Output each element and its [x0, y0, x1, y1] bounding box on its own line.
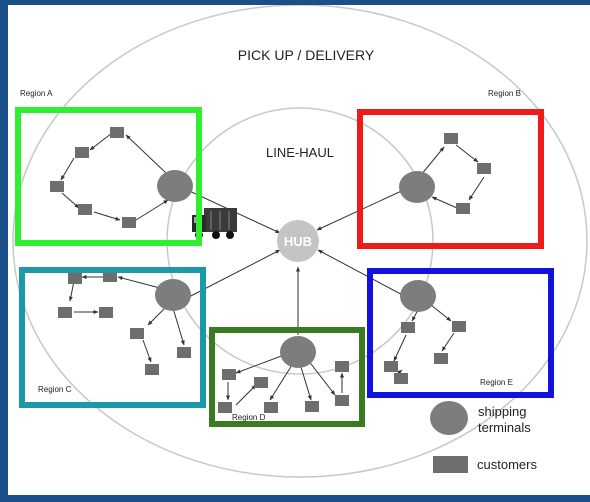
region-a-network	[60, 132, 169, 221]
customer	[452, 321, 466, 332]
legend-terminal-label-line2: terminals	[478, 420, 531, 435]
region-b-customers	[444, 133, 491, 214]
region-d-box	[209, 327, 365, 427]
customer	[335, 361, 349, 372]
region-a-box	[15, 107, 202, 246]
customer	[456, 203, 470, 214]
legend-terminal-label-line1: shipping	[478, 404, 526, 419]
network-diagram: PICK UP / DELIVERY LINE-HAUL	[12, 5, 588, 478]
region-e-label: Region E	[480, 378, 513, 387]
legend-customer-icon	[433, 456, 468, 473]
hub-label: HUB	[284, 234, 312, 249]
region-b-label: Region B	[488, 89, 521, 98]
customer	[444, 133, 458, 144]
customer	[401, 322, 415, 333]
customer	[145, 364, 159, 375]
customer	[384, 361, 398, 372]
shipping-terminal-a	[157, 170, 193, 202]
customer	[434, 353, 448, 364]
shipping-terminal-c	[155, 279, 191, 311]
customer	[103, 271, 117, 282]
inner-ring-label: LINE-HAUL	[266, 145, 334, 160]
region-d-customers	[218, 361, 349, 413]
shipping-terminal-d	[280, 336, 316, 368]
region-b-network	[420, 144, 485, 209]
region-c-box	[19, 267, 206, 408]
region-a-customers	[50, 127, 136, 228]
region-e-customers	[384, 321, 466, 384]
outer-ring-label: PICK UP / DELIVERY	[238, 47, 375, 63]
legend-customer-label: customers	[477, 457, 537, 472]
hub-node	[277, 220, 319, 262]
customer	[50, 181, 64, 192]
customer	[130, 328, 144, 339]
diagram-canvas: PICK UP / DELIVERY LINE-HAUL	[8, 5, 590, 495]
pickup-delivery-ring	[12, 5, 588, 478]
customer	[305, 401, 319, 412]
region-b-box	[357, 109, 544, 249]
customer	[122, 217, 136, 228]
customer	[99, 307, 113, 318]
customer	[477, 163, 491, 174]
region-c-network	[68, 275, 185, 363]
region-e-box	[367, 268, 554, 398]
customer	[394, 373, 408, 384]
customer	[254, 377, 268, 388]
legend: shipping terminals customers	[430, 401, 537, 473]
region-d-label: Region D	[232, 413, 266, 422]
customer	[110, 127, 124, 138]
legend-terminal-icon	[430, 401, 468, 435]
shipping-terminal-e	[400, 280, 436, 312]
region-c-customers	[58, 271, 191, 375]
customer	[222, 369, 236, 380]
region-d-network	[226, 354, 344, 406]
customer	[58, 307, 72, 318]
region-c-label: Region C	[38, 385, 72, 394]
customer	[68, 273, 82, 284]
customer	[218, 402, 232, 413]
region-e-network	[393, 304, 455, 375]
shipping-terminal-b	[399, 171, 435, 203]
region-a-label: Region A	[20, 89, 53, 98]
customer	[264, 402, 278, 413]
customer	[335, 395, 349, 406]
customer	[177, 347, 191, 358]
customer	[78, 204, 92, 215]
customer	[75, 147, 89, 158]
